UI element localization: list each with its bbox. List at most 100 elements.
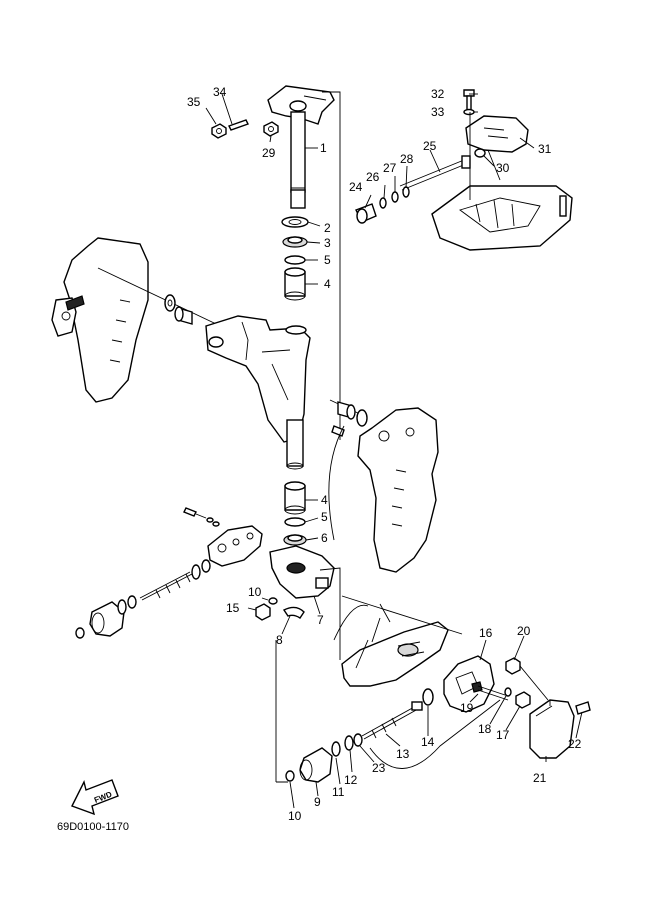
swivel-bracket: [205, 315, 311, 470]
callout-numbers: 1 2 3 5 4 4 5 6 7 8 10 15 34 35 29 24 26…: [187, 85, 582, 823]
clip-8: [282, 606, 305, 619]
nut-35: [211, 123, 227, 139]
callout-18: 18: [478, 722, 492, 736]
callout-19: 19: [460, 701, 474, 715]
callout-12: 12: [344, 773, 358, 787]
washer-26: [379, 197, 387, 209]
cover-leader: [519, 665, 549, 701]
nut-15: [255, 603, 271, 621]
callout-4-lower: 4: [321, 493, 328, 507]
washer-11: [331, 741, 341, 757]
callout-23: 23: [372, 761, 386, 775]
washer-33: [463, 108, 475, 116]
left-rubber-mount: [89, 601, 125, 637]
bushing-24: [355, 203, 377, 224]
diagram-code: 69D0100-1170: [57, 821, 129, 833]
callout-26: 26: [366, 170, 380, 184]
bolt-13: [361, 701, 423, 740]
screw-22: [575, 701, 591, 715]
callout-9: 9: [314, 795, 321, 809]
callout-22: 22: [568, 737, 582, 751]
callout-5-upper: 5: [324, 253, 331, 267]
callout-10-upper: 10: [248, 585, 262, 599]
callout-25: 25: [423, 139, 437, 153]
callout-30: 30: [496, 161, 510, 175]
small-bolts-left: [183, 507, 220, 527]
callout-3: 3: [324, 236, 331, 250]
bushing-6: [283, 534, 307, 546]
washer-10-lower: [285, 770, 295, 782]
shaft-outline: [322, 91, 341, 440]
washer-18: [504, 687, 512, 697]
washer-28: [402, 186, 410, 198]
callout-33: 33: [431, 105, 445, 119]
callout-21: 21: [533, 771, 547, 785]
callout-34: 34: [213, 85, 227, 99]
steering-shaft: [290, 111, 306, 209]
callout-27: 27: [383, 161, 397, 175]
callout-5-lower: 5: [321, 510, 328, 524]
lower-bracket-line: [275, 640, 288, 783]
callout-2: 2: [324, 221, 331, 235]
assembly-line: [319, 425, 463, 660]
callout-32: 32: [431, 87, 445, 101]
callout-15: 15: [226, 601, 240, 615]
bolt-34: [228, 119, 249, 131]
o-ring-5-lower: [284, 517, 306, 527]
rubber-mount-9: [299, 747, 333, 783]
friction-plate: [431, 185, 573, 251]
callout-7: 7: [317, 613, 324, 627]
steering-arm: [267, 85, 335, 125]
pivot-bushing-right: [337, 401, 356, 420]
washer-23: [353, 733, 363, 747]
o-ring-5-upper: [284, 255, 306, 265]
clamp-bracket-right: [357, 407, 439, 573]
callout-28: 28: [400, 152, 414, 166]
callout-1: 1: [320, 141, 327, 155]
washer-12: [344, 735, 354, 751]
washer-2: [281, 216, 309, 228]
bushing-4-lower: [284, 481, 306, 515]
callout-leaders: [205, 93, 583, 809]
callout-20: 20: [517, 624, 531, 638]
bolt-19: [477, 685, 509, 701]
callout-4-upper: 4: [324, 277, 331, 291]
washer-30: [474, 148, 486, 158]
left-mount-bolt: [139, 559, 211, 601]
pivot-bushing: [174, 306, 193, 325]
washer-10-upper: [268, 597, 278, 605]
washer-14: [422, 688, 434, 706]
callout-16: 16: [479, 626, 493, 640]
left-mount-washers: [75, 595, 137, 639]
callout-31: 31: [538, 142, 552, 156]
bolt-25: [399, 155, 471, 191]
friction-block-31: [465, 115, 529, 153]
lower-mount-bracket: [341, 617, 449, 687]
callout-11: 11: [332, 785, 345, 799]
bolt-32: [463, 89, 475, 111]
cover-21: [529, 699, 575, 759]
washer-27: [391, 191, 399, 203]
callout-35: 35: [187, 95, 201, 109]
callout-24: 24: [349, 180, 363, 194]
lower-loop-line: [369, 699, 501, 769]
lower-mount-housing-7: [269, 545, 335, 599]
callout-13: 13: [396, 747, 410, 761]
callout-29: 29: [262, 146, 276, 160]
callout-10-lower: 10: [288, 809, 302, 823]
clamp-bracket-left: [51, 237, 149, 403]
callout-8: 8: [276, 633, 283, 647]
nut-17: [515, 691, 531, 709]
fwd-arrow-icon: FWD: [71, 779, 119, 816]
pivot-washer-right: [356, 409, 368, 427]
lower-mount-outline: [333, 603, 391, 641]
pivot-washer: [164, 294, 176, 312]
grease-nipple: [331, 425, 345, 437]
upper-mount-bracket: [207, 525, 263, 567]
callout-17: 17: [496, 728, 510, 742]
callout-6: 6: [321, 531, 328, 545]
nut-20: [505, 657, 521, 675]
bushing-3: [282, 236, 308, 248]
bushing-4-upper: [284, 267, 306, 301]
